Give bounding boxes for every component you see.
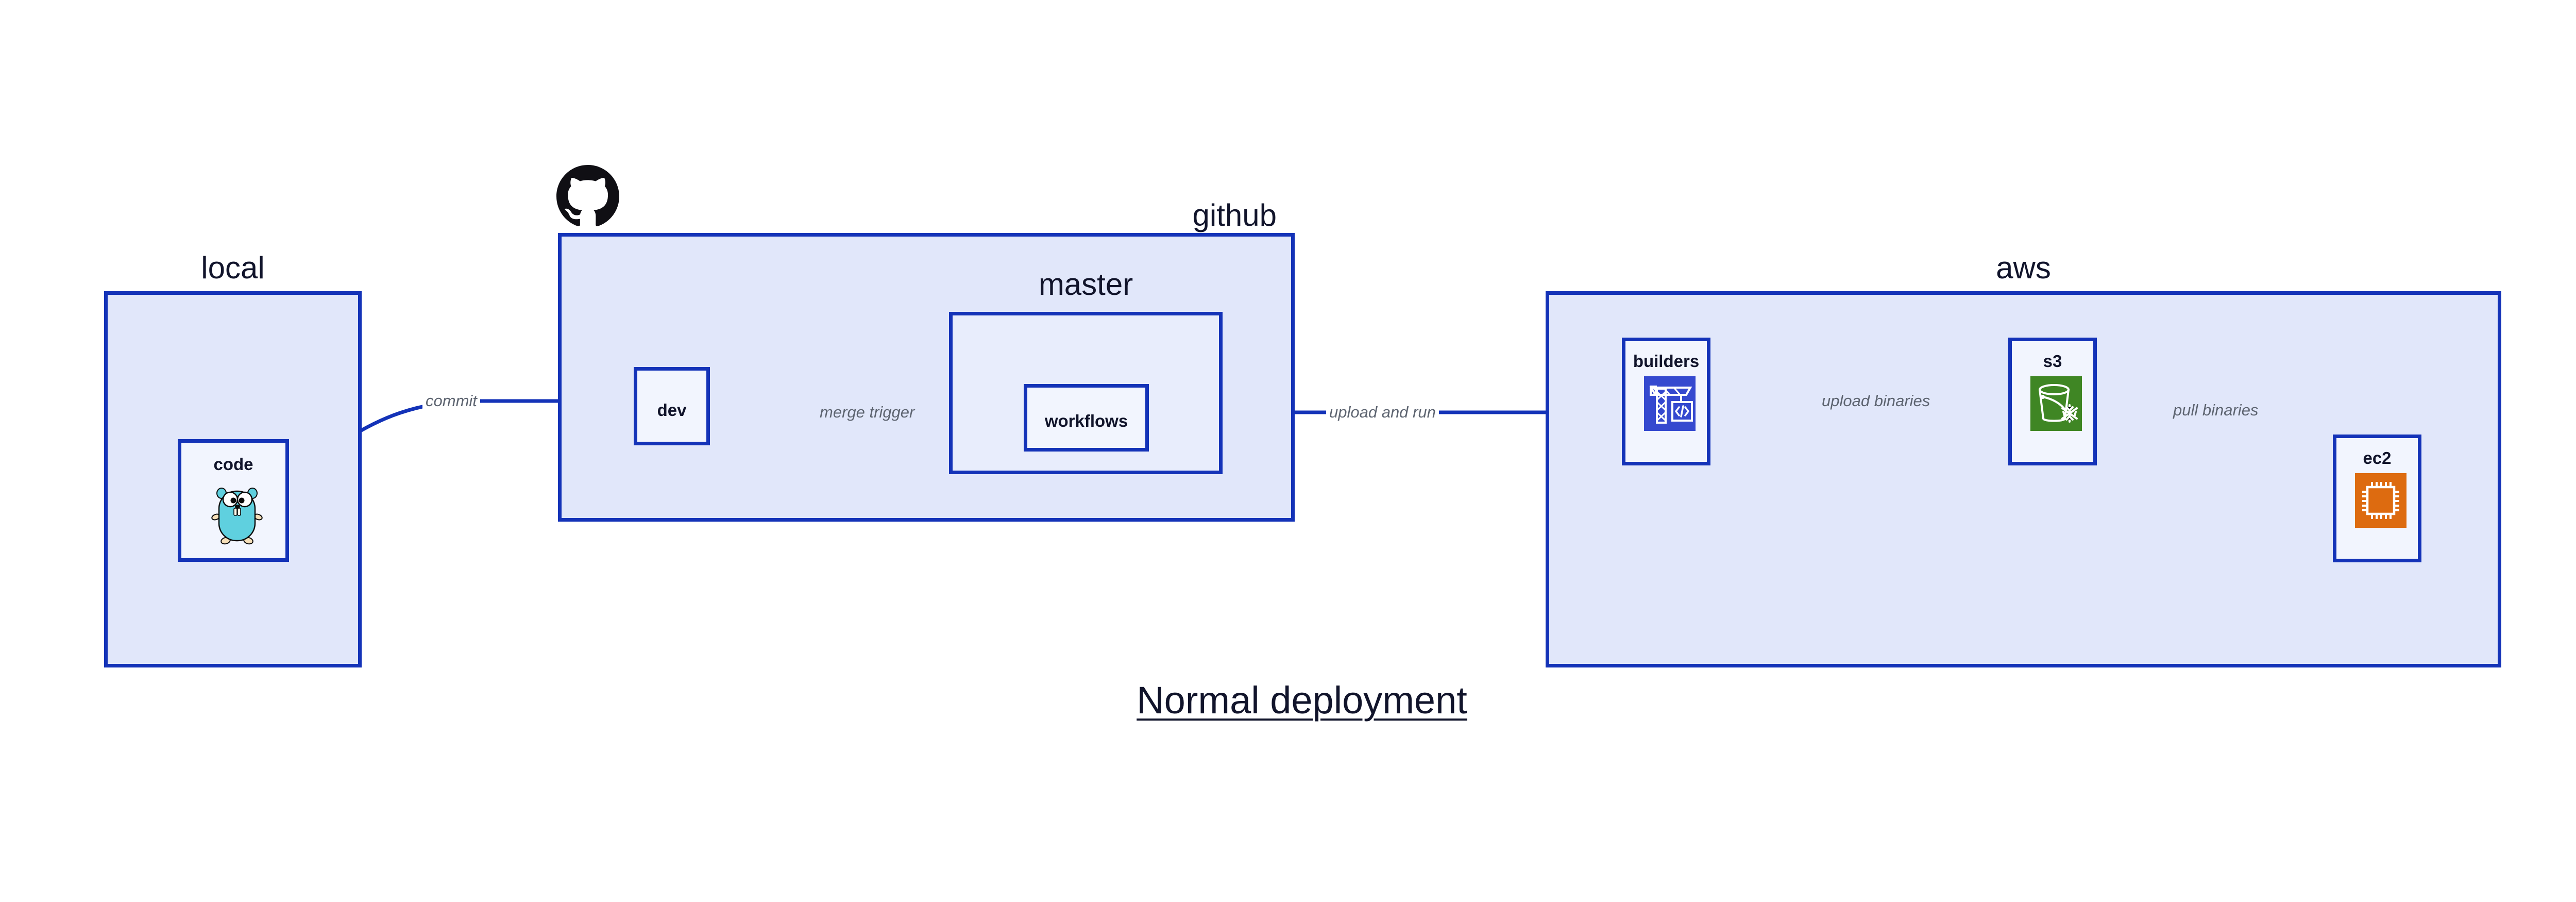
node-label-code: code: [213, 455, 253, 474]
edge-label-upload-binaries: upload binaries: [1819, 393, 1934, 409]
node-builders[interactable]: builders: [1622, 338, 1710, 465]
group-label-github: github: [1192, 198, 1277, 232]
group-label-local: local: [201, 250, 265, 285]
node-label-s3: s3: [2043, 352, 2062, 371]
node-label-dev: dev: [657, 400, 687, 420]
group-local[interactable]: [104, 291, 362, 667]
node-dev[interactable]: dev: [634, 367, 710, 445]
subgroup-label-master: master: [1038, 267, 1133, 302]
aws-s3-bucket-icon: [2030, 376, 2082, 431]
edge-label-merge-trigger: merge trigger: [817, 404, 918, 420]
group-label-aws: aws: [1996, 250, 2051, 285]
node-label-builders: builders: [1633, 352, 1700, 371]
edge-label-upload-and-run: upload and run: [1326, 404, 1439, 420]
edge-label-pull-binaries: pull binaries: [2170, 402, 2262, 418]
node-code[interactable]: code: [178, 439, 289, 562]
node-label-workflows: workflows: [1044, 411, 1128, 430]
github-octocat-icon: [556, 165, 619, 226]
aws-ec2-chip-icon: [2355, 473, 2406, 528]
node-s3[interactable]: s3: [2008, 338, 2097, 465]
node-label-ec2: ec2: [2363, 448, 2392, 467]
diagram-title: Normal deployment: [1137, 679, 1467, 722]
edge-label-commit: commit: [422, 393, 480, 409]
aws-builders-crane-icon: [1644, 376, 1696, 431]
node-ec2[interactable]: ec2: [2333, 435, 2421, 562]
node-workflows[interactable]: workflows: [1024, 384, 1149, 452]
go-gopher-icon: [211, 488, 263, 545]
